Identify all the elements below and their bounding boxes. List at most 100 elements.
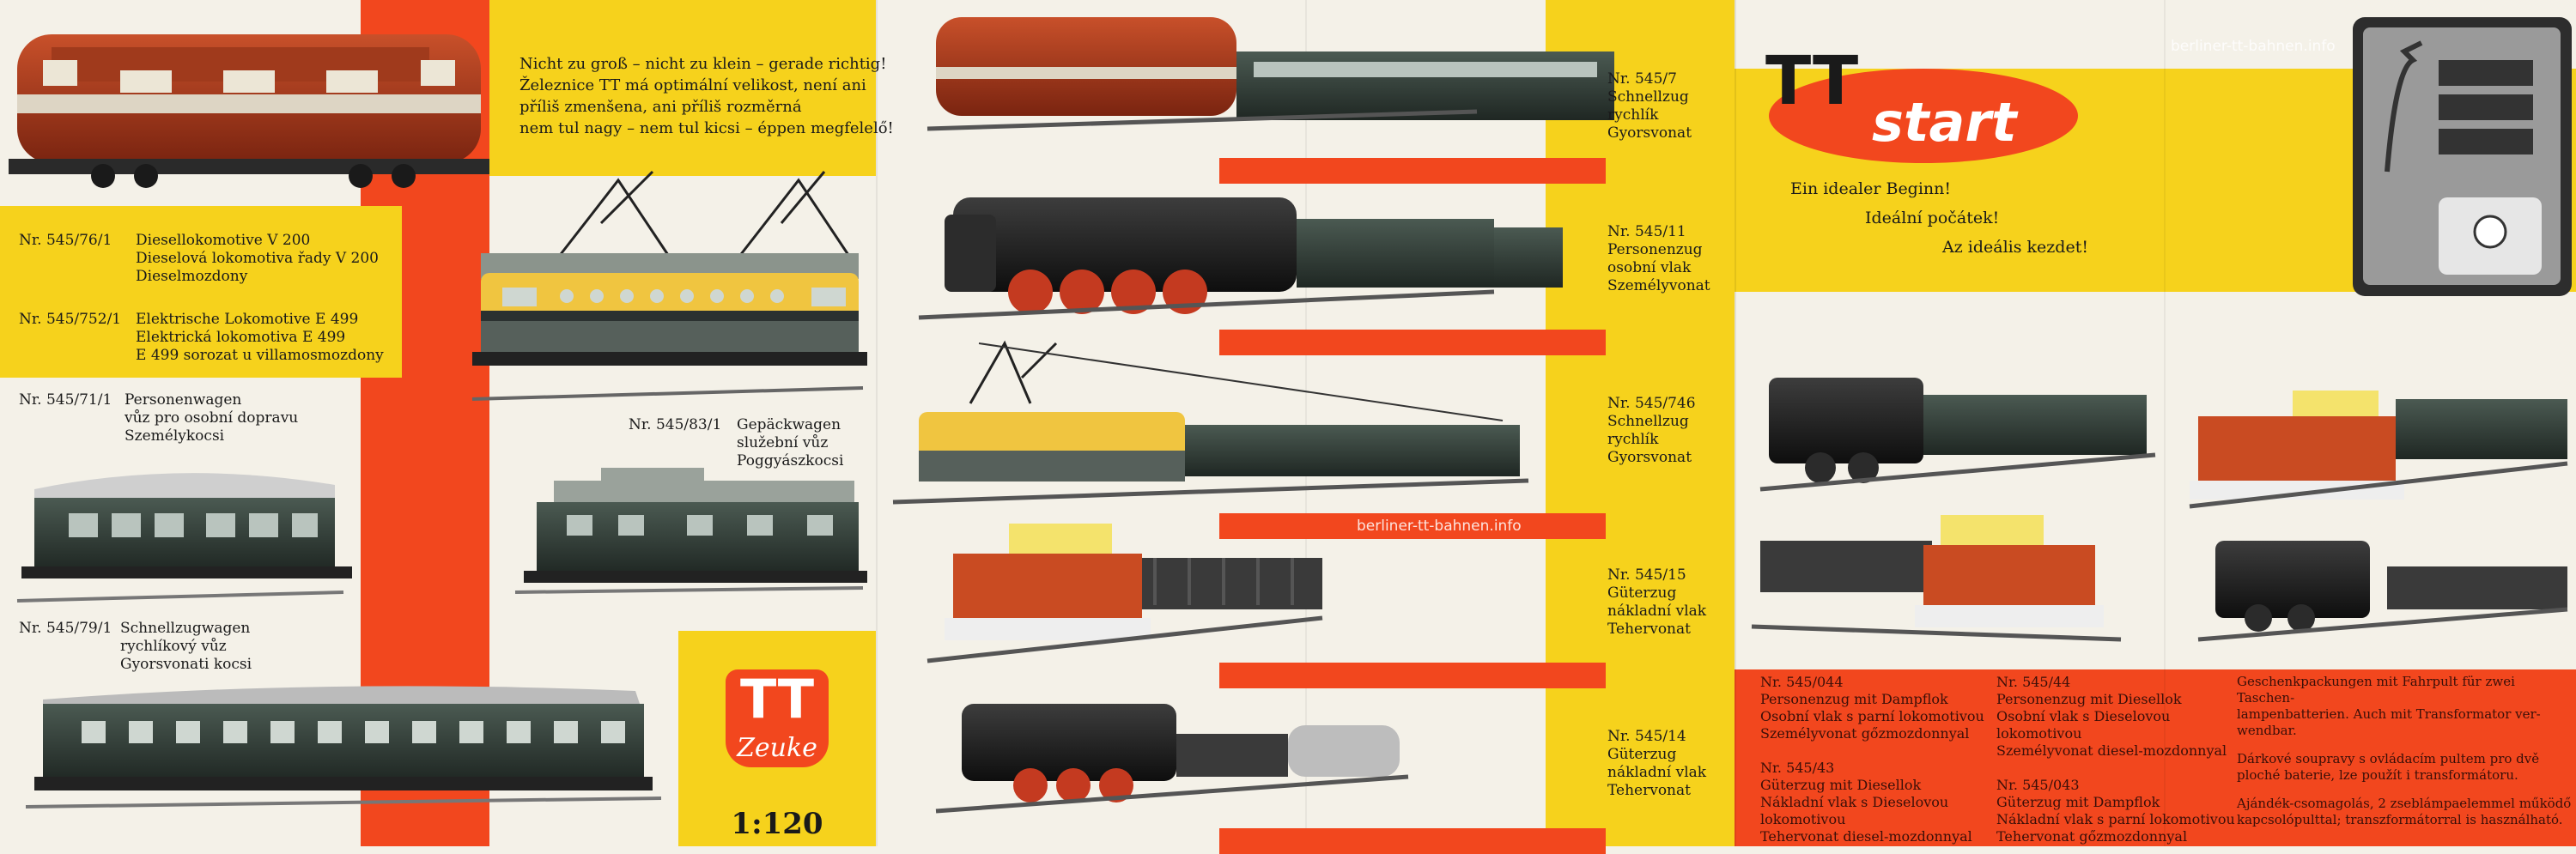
intro-line: Nicht zu groß – nicht zu klein – gerade …	[519, 55, 887, 73]
desc-line: Személykocsi	[125, 427, 225, 445]
divider-bar	[1219, 158, 1606, 184]
item-number: Nr. 545/43	[1760, 760, 1835, 776]
item-number: Nr. 545/746	[1607, 395, 1696, 412]
set-545-044-image	[1759, 378, 2156, 492]
item-number: Nr. 545/15	[1607, 566, 1686, 584]
item-545-76-1: Nr. 545/76/1	[19, 232, 112, 250]
intro-yellow-box	[489, 0, 876, 176]
start-tagline-3: Az ideális kezdet!	[1942, 238, 2088, 257]
desc-line: Schnellzugwagen	[120, 620, 251, 637]
desc-line: Személyvonat	[1607, 277, 1710, 294]
desc-line: nákladní vlak	[1607, 764, 1707, 781]
divider-bar	[1219, 513, 1606, 539]
desc-line: lokomotivou	[1760, 811, 1846, 827]
train-545-14-image	[935, 704, 1409, 814]
desc-line: Gyorsvonati kocsi	[120, 656, 252, 673]
train-545-15-image	[927, 524, 1323, 663]
tt-start-logo: TT start	[1765, 43, 2078, 163]
desc-line: Nákladní vlak s Dieselovou	[1760, 794, 1949, 810]
desc-line: kapcsolópulttal; transzformátorral is ha…	[2237, 812, 2563, 827]
intro-line: Železnice TT má optimální velikost, není…	[519, 76, 866, 94]
desc-line: ploché baterie, lze použít i transformát…	[2237, 767, 2518, 783]
train-545-7-image	[927, 17, 1614, 131]
desc-line: Személyvonat diesel-mozdonnyal	[1996, 742, 2227, 759]
fold-line	[1305, 0, 1307, 846]
desc-line: E 499 sorozat u villamosmozdony	[136, 347, 384, 364]
desc-line: Dieselová lokomotiva řady V 200	[136, 250, 379, 267]
desc-line: osobní vlak	[1607, 259, 1692, 276]
item-number: Nr. 545/71/1	[19, 391, 112, 409]
desc-line: nákladní vlak	[1607, 603, 1707, 620]
train-label-545-7: Nr. 545/7 Schnellzug rychlík Gyorsvonat	[1607, 70, 1692, 142]
start-tagline-2: Ideální počátek!	[1865, 209, 2000, 227]
desc-line: Elektrická lokomotiva E 499	[136, 329, 346, 346]
item-number: Nr. 545/14	[1607, 728, 1686, 745]
desc-line: Güterzug mit Diesellok	[1760, 777, 1922, 793]
desc-line: Diesellokomotive V 200	[136, 232, 311, 249]
desc-line: Osobní vlak s Dieselovou	[1996, 708, 2171, 724]
v200-locomotive-image	[9, 34, 489, 188]
item-545-76-1-desc: Diesellokomotive V 200 Dieselová lokomot…	[136, 232, 379, 286]
start-set-box-image	[2353, 17, 2572, 296]
item-number: Nr. 545/7	[1607, 70, 1677, 88]
item-545-79-1: Nr. 545/79/1	[19, 620, 112, 638]
set-545-43-image	[1751, 515, 2122, 642]
item-number: Nr. 545/44	[1996, 674, 2071, 690]
desc-line: Personenzug	[1607, 241, 1703, 258]
intro-text: Nicht zu groß – nicht zu klein – gerade …	[519, 53, 894, 139]
fold-line	[2164, 0, 2166, 846]
train-545-11-image	[918, 197, 1563, 320]
logo-start-word: start	[1872, 91, 2017, 154]
item-545-83-1-desc: Gepäckwagen služební vůz Poggyászkocsi	[737, 416, 843, 470]
desc-line: Personenzug mit Dampflok	[1760, 691, 1948, 707]
desc-line: Geschenkpackungen mit Fahrpult für zwei …	[2237, 674, 2515, 706]
intro-line: nem tul nagy – nem tul kicsi – éppen meg…	[519, 119, 894, 137]
item-number: Nr. 545/79/1	[19, 620, 112, 637]
logo-tt: TT	[726, 669, 829, 730]
divider-bar	[1219, 663, 1606, 688]
item-number: Nr. 545/752/1	[19, 311, 122, 328]
desc-line: Gyorsvonat	[1607, 449, 1692, 466]
desc-line: Schnellzug	[1607, 413, 1689, 430]
item-545-752-1-desc: Elektrische Lokomotive E 499 Elektrická …	[136, 311, 384, 365]
desc-line: Nákladní vlak s parní lokomotivou	[1996, 811, 2235, 827]
item-number: Nr. 545/044	[1760, 674, 1844, 690]
desc-line: Tehervonat diesel-mozdonnyal	[1760, 828, 1972, 845]
desc-line: Gyorsvonat	[1607, 124, 1692, 142]
desc-line: Ajándék-csomagolás, 2 zseblámpaelemmel m…	[2237, 796, 2572, 811]
set-545-044-text: Nr. 545/044 Personenzug mit Dampflok Oso…	[1760, 674, 1984, 742]
divider-bar	[1219, 330, 1606, 355]
fold-line	[876, 0, 878, 846]
logo-brand: Zeuke	[726, 730, 829, 767]
panel-2-yellow-column	[1546, 0, 1735, 846]
train-545-746-image	[892, 340, 1529, 505]
divider-bar	[1219, 828, 1606, 854]
passenger-car-image	[16, 473, 352, 603]
desc-line: Personenzug mit Diesellok	[1996, 691, 2182, 707]
desc-line: Dieselmozdony	[136, 268, 248, 285]
item-545-83-1: Nr. 545/83/1	[629, 416, 721, 434]
desc-line: lampenbatterien. Auch mit Transformator …	[2237, 706, 2541, 722]
watermark: berliner-tt-bahnen.info	[1357, 518, 1522, 535]
desc-line: wendbar.	[2237, 723, 2297, 738]
set-545-43-text: Nr. 545/43 Güterzug mit Diesellok Náklad…	[1760, 760, 1972, 845]
train-label-545-15: Nr. 545/15 Güterzug nákladní vlak Teherv…	[1607, 566, 1706, 639]
desc-line: služební vůz	[737, 434, 829, 451]
logo-tt: TT	[1765, 43, 1859, 120]
set-545-043-image	[2197, 541, 2568, 642]
desc-line: rychlík	[1607, 431, 1659, 448]
desc-line: Poggyászkocsi	[737, 452, 844, 469]
item-545-71-1-desc: Personenwagen vůz pro osobní dopravu Sze…	[125, 391, 298, 445]
desc-line: Güterzug mit Dampflok	[1996, 794, 2160, 810]
logo-oval	[1769, 69, 2078, 163]
intro-line: příliš zmenšena, ani příliš rozměrná	[519, 98, 802, 116]
start-tagline-1: Ein idealer Beginn!	[1790, 179, 1952, 198]
panel-1-label-band-1	[0, 206, 402, 378]
desc-line: Dárkové soupravy s ovládacím pultem pro …	[2237, 751, 2540, 766]
item-number: Nr. 545/83/1	[629, 416, 722, 433]
desc-line: Elektrische Lokomotive E 499	[136, 311, 359, 328]
train-label-545-14: Nr. 545/14 Güterzug nákladní vlak Teherv…	[1607, 728, 1706, 800]
set-545-44-image	[2189, 391, 2568, 509]
desc-line: Személyvonat gőzmozdonnyal	[1760, 725, 1970, 742]
gift-pack-text: Geschenkpackungen mit Fahrpult für zwei …	[2237, 674, 2576, 828]
